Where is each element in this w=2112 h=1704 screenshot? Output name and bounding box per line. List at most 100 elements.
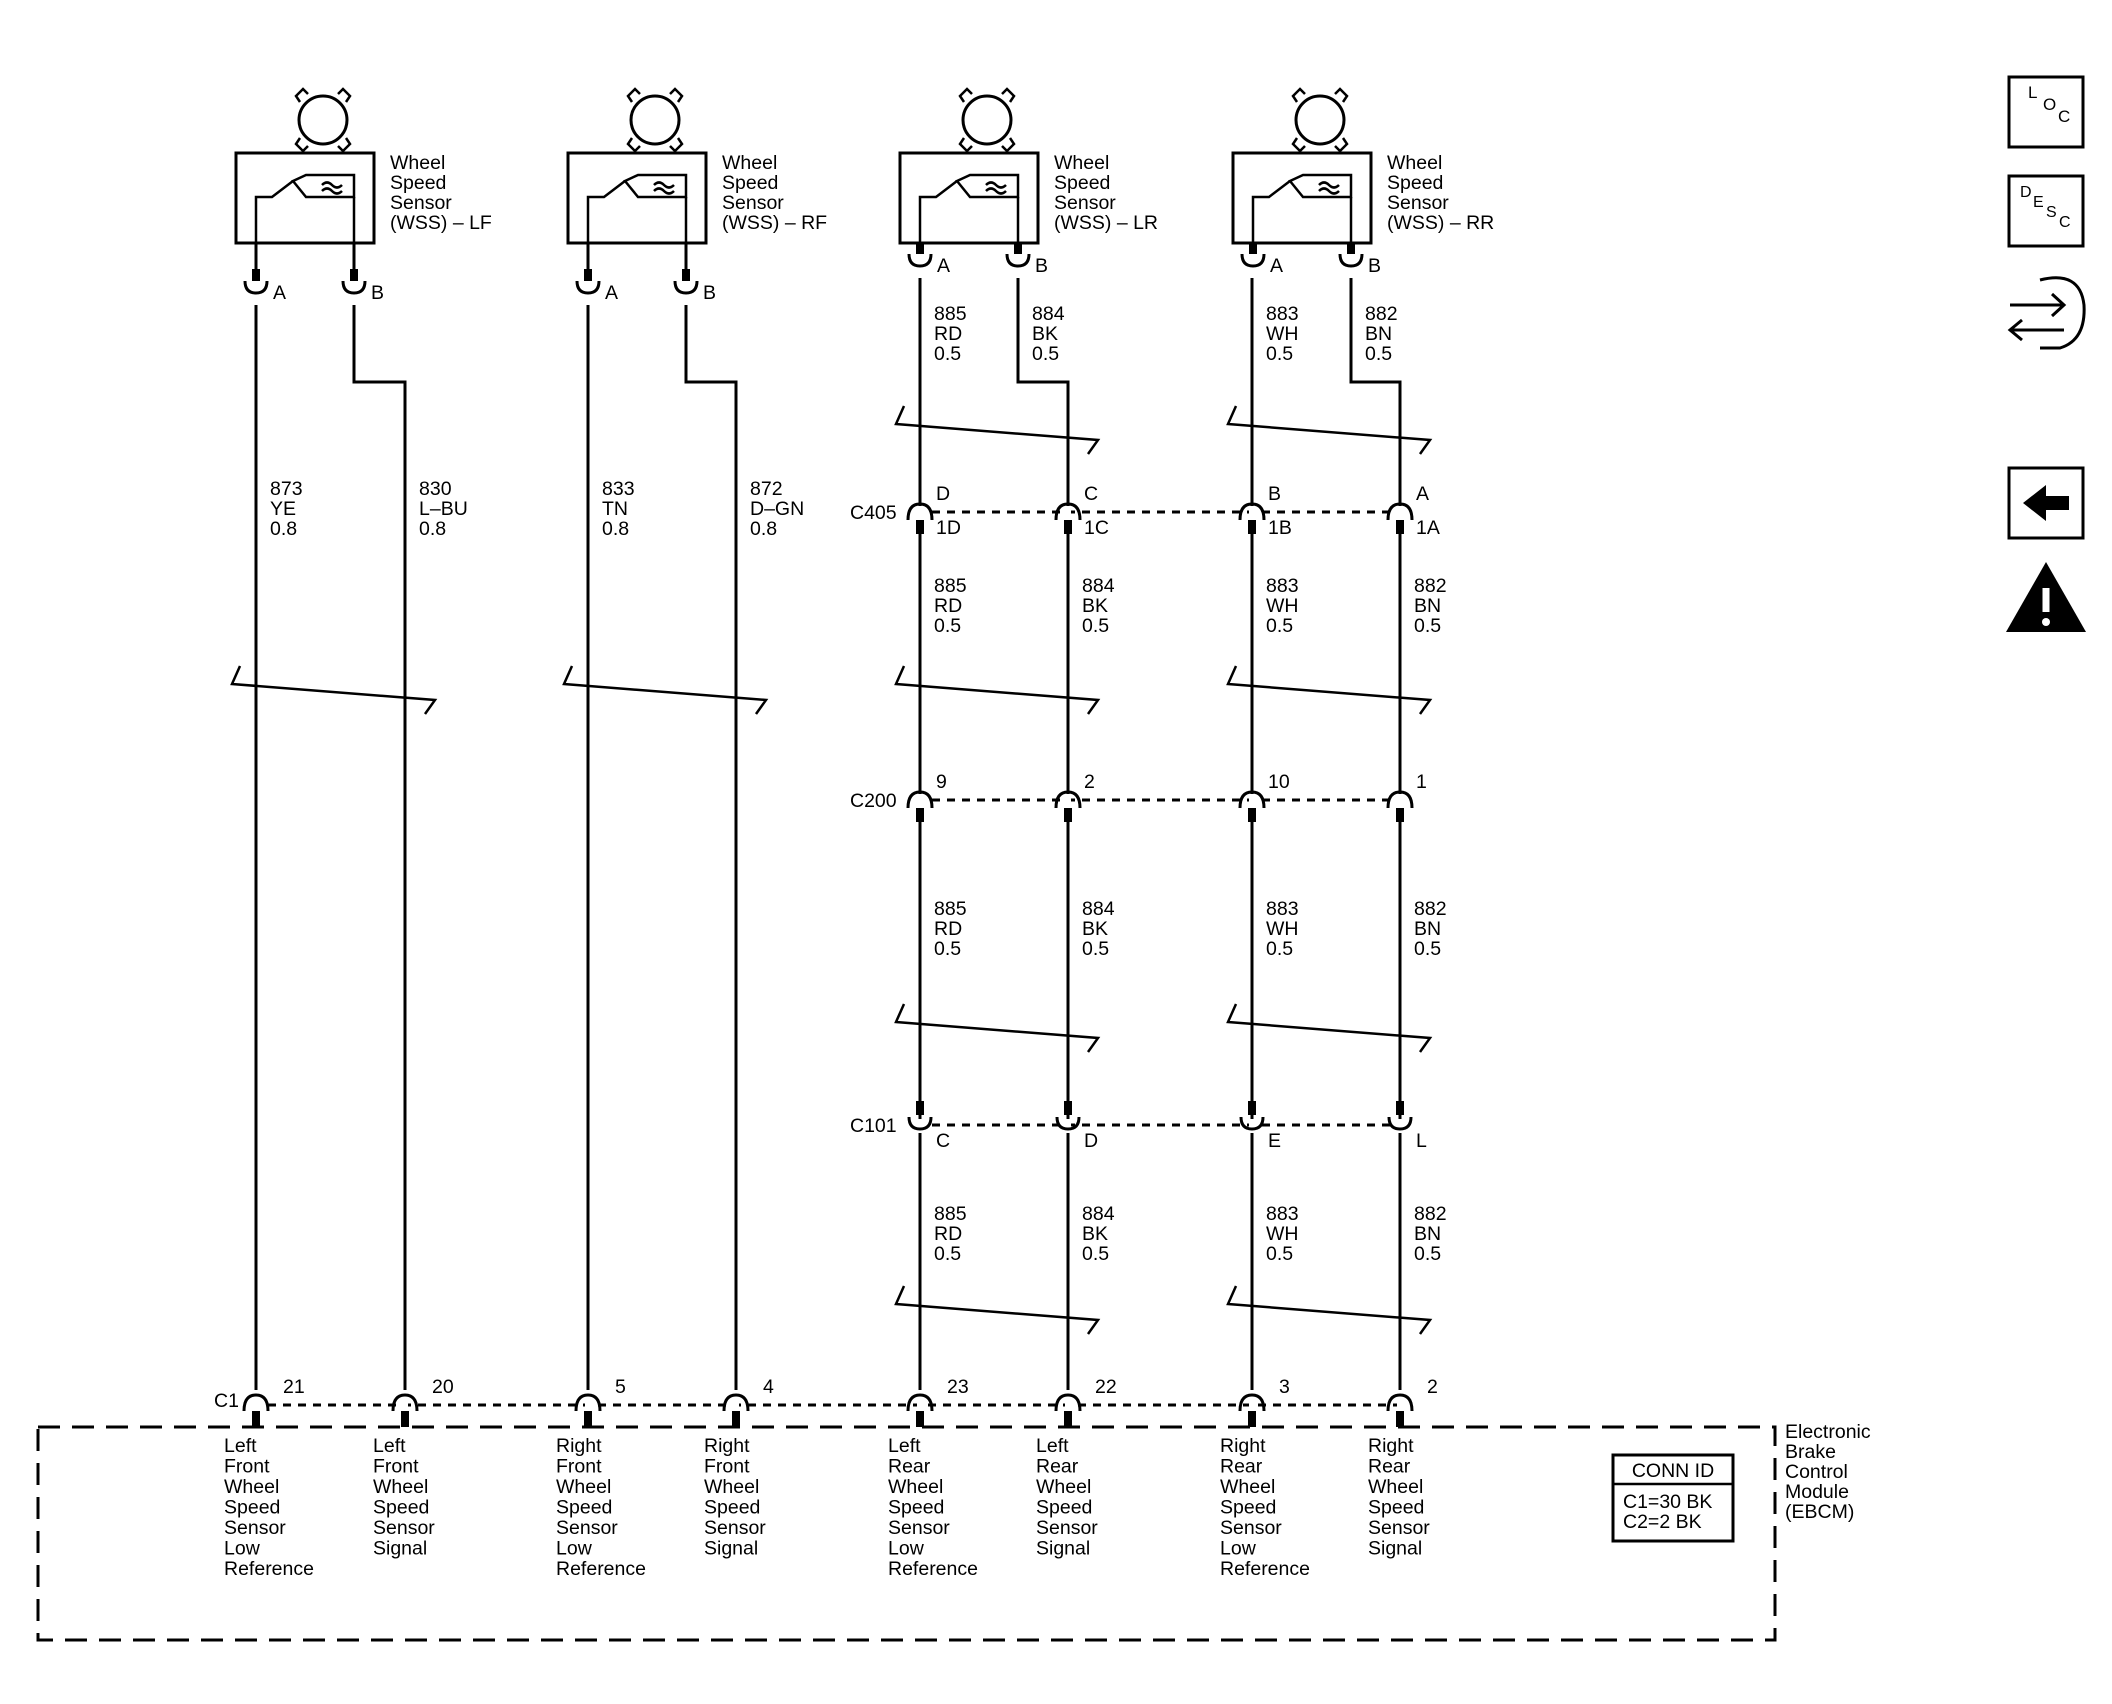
connector-terminal [1055, 1116, 1081, 1131]
wire-label: 885 [934, 898, 967, 920]
connector-pin-label: 1C [1084, 517, 1109, 539]
pin-block [401, 1411, 409, 1427]
wire-label: TN [602, 498, 628, 520]
wire-label: 0.8 [419, 518, 446, 540]
wire-label: 0.8 [750, 518, 777, 540]
module-function-label: Right [704, 1435, 750, 1457]
module-function-label: Speed [888, 1497, 944, 1519]
module-function-label: Speed [1036, 1497, 1092, 1519]
pin-block [1396, 1411, 1404, 1427]
wire-label: 882 [1414, 575, 1447, 597]
connector-id: C405 [850, 502, 897, 524]
pin-block [1064, 1101, 1072, 1115]
sensor-coil-icon [291, 173, 356, 199]
module-function-label: Front [704, 1456, 750, 1478]
connector-pin-label: 2 [1084, 771, 1095, 793]
module-name: (EBCM) [1785, 1501, 1854, 1523]
wire-label: 0.5 [1414, 938, 1441, 960]
pin-block [1396, 808, 1404, 822]
wire-label: 884 [1082, 575, 1115, 597]
module-function-label: Signal [373, 1538, 427, 1560]
icon-letter: O [2043, 95, 2056, 114]
module-function-label: Wheel [704, 1476, 759, 1498]
wheel-tab-icon [294, 87, 309, 103]
connector-pin-label: A [1416, 483, 1429, 505]
sensor-coil-icon [1288, 173, 1353, 199]
warning-icon[interactable] [2006, 562, 2086, 632]
connector-id: C200 [850, 790, 897, 812]
sensor-pin-label: A [1270, 255, 1283, 277]
pin-block [916, 520, 924, 534]
connector-terminal [1238, 502, 1266, 521]
module-function-label: Reference [556, 1558, 646, 1580]
pin-block [252, 1411, 260, 1427]
arrow-left-icon [2007, 318, 2064, 342]
connector-terminal [1238, 790, 1266, 809]
wheel-tab-icon [626, 87, 641, 103]
wire-label: BK [1082, 1223, 1108, 1245]
sensor-pin-label: B [371, 282, 384, 304]
sensor-label: Wheel [390, 152, 445, 174]
module-function-label: Left [1036, 1435, 1069, 1457]
wire-label: RD [934, 1223, 962, 1245]
connector-pin-label: C [1084, 483, 1098, 505]
icon-letter: S [2046, 204, 2057, 221]
wire [684, 305, 738, 1390]
icon-letter: C [2059, 214, 2071, 231]
wire-label: 885 [934, 1203, 967, 1225]
sensor-label: Sensor [1387, 192, 1449, 214]
wheel-tab-icon [1001, 87, 1016, 103]
harness-break [1226, 405, 1433, 455]
connector-terminal [1239, 1116, 1265, 1131]
module-function-label: Sensor [1368, 1517, 1430, 1539]
module-function-label: Speed [373, 1497, 429, 1519]
module-pin-label: 22 [1095, 1376, 1117, 1398]
wheel-tab-icon [1334, 87, 1349, 103]
conn-id-title: CONN ID [1632, 1460, 1714, 1482]
connector-diag-icon[interactable] [2007, 276, 2086, 350]
wheel-tab-icon [1291, 137, 1306, 153]
module-function-label: Low [224, 1538, 261, 1560]
pin-block [1064, 808, 1072, 822]
connector-pin-label: D [1084, 1130, 1098, 1152]
wire-label: 0.5 [1414, 1243, 1441, 1265]
sensor-terminal [907, 253, 933, 268]
coil-wave-icon [985, 181, 1007, 189]
wheel-tab-icon [626, 137, 641, 153]
wire-label: 883 [1266, 898, 1299, 920]
sensor-terminal [341, 280, 367, 295]
sensor-terminal [673, 280, 699, 295]
module-function-label: Signal [704, 1538, 758, 1560]
wire [1016, 278, 1070, 1390]
module-function-label: Front [224, 1456, 270, 1478]
pin-block [1064, 1411, 1072, 1427]
connector-terminal [906, 790, 934, 809]
connector-terminal [1386, 502, 1414, 521]
module-function-label: Wheel [556, 1476, 611, 1498]
module-function-label: Speed [1220, 1497, 1276, 1519]
connector-terminal [1386, 790, 1414, 809]
wire-label: BN [1414, 918, 1441, 940]
loc-icon[interactable]: LOC [2007, 75, 2085, 149]
module-function-label: Sensor [556, 1517, 618, 1539]
sensor-coil-icon [623, 173, 688, 199]
sensor-pin-label: A [273, 282, 286, 304]
module-pin-label: 4 [763, 1376, 774, 1398]
back-arrow-icon[interactable] [2007, 466, 2085, 540]
module-name: Control [1785, 1461, 1848, 1483]
sensor-label: Sensor [390, 192, 452, 214]
wheel-tab-icon [294, 137, 309, 153]
wire-label: 885 [934, 303, 967, 325]
sensor-label: (WSS) – RF [722, 212, 827, 234]
pin-block [1347, 242, 1355, 254]
module-function-label: Sensor [224, 1517, 286, 1539]
module-function-label: Front [556, 1456, 602, 1478]
sensor-label: Speed [1054, 172, 1110, 194]
module-function-label: Speed [704, 1497, 760, 1519]
module-function-label: Wheel [1036, 1476, 1091, 1498]
